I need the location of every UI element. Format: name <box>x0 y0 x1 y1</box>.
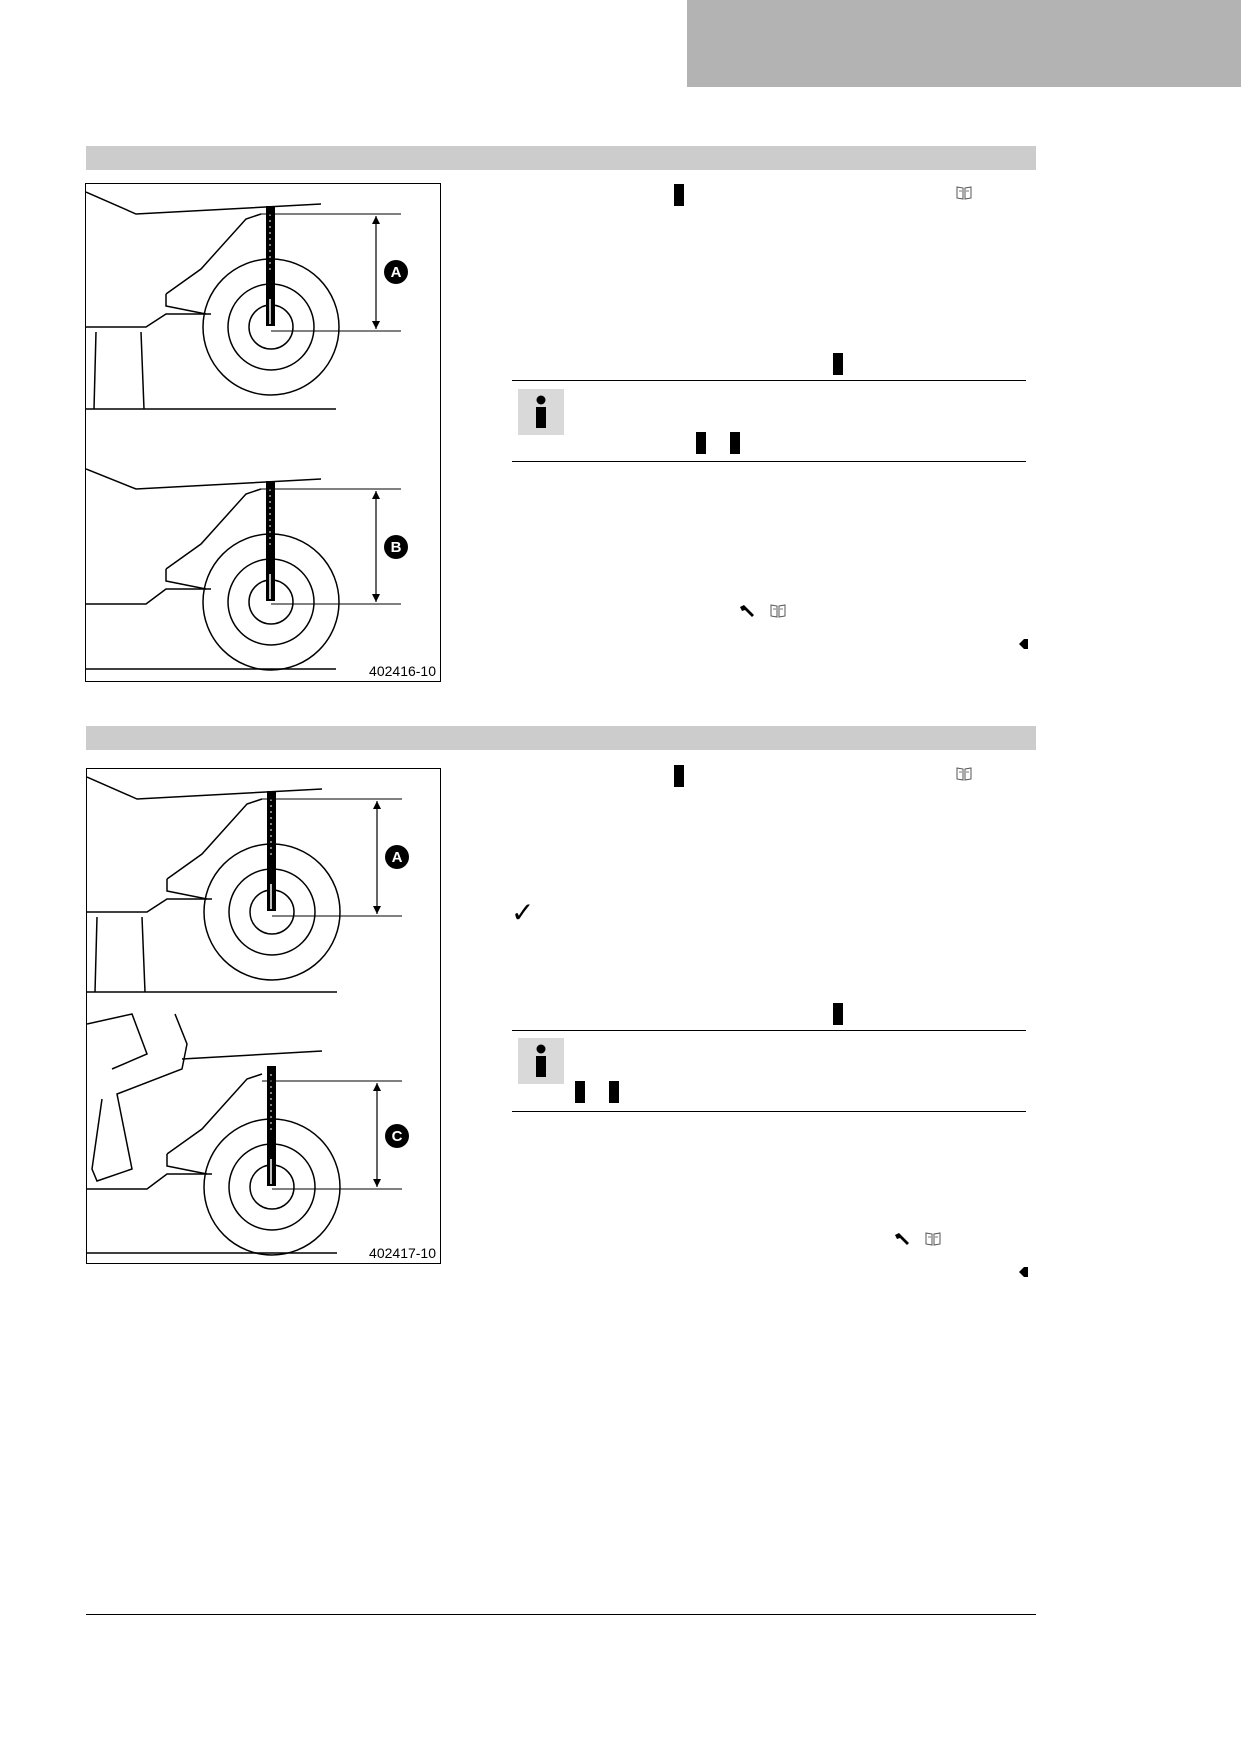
manual-reference-icon <box>956 186 972 200</box>
callout-a-letter: A <box>391 264 402 281</box>
footer-rule <box>86 1614 1036 1615</box>
end-mark-icon <box>1019 1267 1028 1277</box>
callout-c-letter: C <box>392 1128 403 1145</box>
manual-reference-icon <box>925 1232 941 1246</box>
text-marker <box>575 1081 585 1103</box>
manual-reference-icon <box>770 604 786 618</box>
text-marker <box>696 432 706 454</box>
section-title-bar <box>86 726 1036 750</box>
figure-label: 402416-10 <box>369 663 436 679</box>
figure-rear-sag-loaded: A C 402417-10 <box>86 768 441 1264</box>
figure-2-drawing: A C <box>87 776 409 1256</box>
info-box-top-rule <box>512 380 1026 381</box>
info-box-bottom-rule <box>512 1111 1026 1112</box>
text-marker <box>833 353 843 375</box>
wrench-icon <box>740 605 754 617</box>
figure-label: 402417-10 <box>369 1245 436 1261</box>
wrench-icon <box>895 1233 909 1245</box>
info-icon <box>518 389 564 435</box>
info-icon <box>518 1038 564 1084</box>
callout-a-letter: A <box>392 849 403 866</box>
section-title-bar <box>86 146 1036 170</box>
text-marker <box>674 184 684 206</box>
text-marker <box>674 765 684 787</box>
figure-1-drawing: A B <box>86 191 408 671</box>
figure-rear-sag-unloaded: A B 402416-10 <box>85 183 441 682</box>
text-marker <box>730 432 740 454</box>
info-box-bottom-rule <box>512 461 1026 462</box>
text-marker <box>609 1081 619 1103</box>
end-mark-icon <box>1019 639 1028 649</box>
check-icon: ✓ <box>511 896 535 929</box>
manual-reference-icon <box>956 767 972 781</box>
text-marker <box>833 1003 843 1025</box>
header-tab <box>687 0 1241 87</box>
info-box-top-rule <box>512 1030 1026 1031</box>
callout-b-letter: B <box>391 539 402 556</box>
